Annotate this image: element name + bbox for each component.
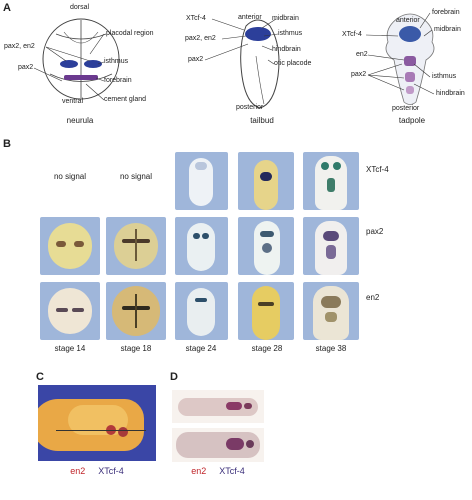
label-placodal-region: placodal region [106,30,154,37]
panel-a-leader-lines [33,12,435,101]
stage-28-label: stage 28 [251,344,283,353]
label-tailbud-pax2-en2: pax2, en2 [185,35,216,42]
label-tailbud-isthmus: isthmus [278,30,303,37]
stage-18-label: stage 18 [120,344,152,353]
row-label-pax2: pax2 [366,227,384,236]
panel-b-letter: B [3,138,11,150]
tile-pax2-stage24 [175,217,228,275]
tile-en2-stage38 [303,282,359,340]
label-tadpole-posterior: posterior [392,105,420,112]
caption-tailbud: tailbud [250,116,274,125]
tile-en2-stage24 [175,282,228,340]
panel-a-letter: A [3,2,11,14]
label-tailbud-pax2: pax2 [188,56,204,63]
photo-panel-d-bottom [172,428,264,462]
panel-d-legend: en2 XTcf-4 [172,466,264,476]
label-tailbud-posterior: posterior [236,104,264,111]
photo-panel-c [38,385,156,461]
photo-panel-d-top [172,390,264,423]
label-tailbud-anterior: anterior [238,14,262,21]
tadpole-hindbrain-stain-2 [405,72,415,82]
tile-en2-stage14 [40,282,100,340]
panel-d-letter: D [170,371,178,383]
row-label-xtcf4: XTcf-4 [366,165,389,174]
tailbud-stain [245,27,271,41]
label-tadpole-pax2: pax2 [351,71,367,78]
panel-d-legend-xtcf4: XTcf-4 [219,466,245,476]
tile-pax2-stage38 [303,217,359,275]
tile-en2-stage18 [106,282,166,340]
label-tadpole-forebrain: forebrain [432,9,460,16]
panel-c-legend: en2 XTcf-4 [38,466,156,476]
caption-tadpole: tadpole [398,116,426,125]
tile-pax2-stage28 [238,217,294,275]
tadpole-forebrain-stain [399,26,421,42]
label-tadpole-hindbrain: hindbrain [436,90,465,97]
panel-c-legend-en2: en2 [70,466,86,476]
tile-xtcf4-stage28 [238,152,294,210]
panel-c-legend-xtcf4: XTcf-4 [98,466,124,476]
label-tailbud-midbrain: midbrain [272,15,299,22]
label-tadpole-midbrain: midbrain [434,26,461,33]
tadpole-hindbrain-stain-3 [406,86,414,94]
label-dorsal: dorsal [70,4,90,11]
row-label-en2: en2 [366,293,380,302]
tadpole-diagram [385,13,435,105]
label-tadpole-anterior: anterior [396,17,420,24]
tadpole-hindbrain-stain-1 [404,56,416,66]
tile-pax2-stage18 [106,217,166,275]
stage-14-label: stage 14 [54,344,86,353]
no-signal-stage18: no signal [106,172,166,182]
label-pax2: pax2 [18,64,34,71]
label-tailbud-xtcf4: XTcf-4 [186,15,206,22]
tile-pax2-stage14 [40,217,100,275]
no-signal-stage14: no signal [40,172,100,182]
label-ventral: ventral [62,98,84,105]
label-forebrain: forebrain [104,77,132,84]
label-tadpole-xtcf4: XTcf-4 [342,31,362,38]
label-tailbud-otic-placode: otic placode [274,60,312,67]
label-pax2-en2: pax2, en2 [4,43,35,50]
no-signal-text-2: no signal [119,172,153,181]
tile-xtcf4-stage24 [175,152,228,210]
panel-c-letter: C [36,371,44,383]
label-isthmus: isthmus [104,58,129,65]
no-signal-text-1: no signal [53,172,87,181]
neurula-left-stain [60,60,78,68]
neurula-isthmus-stain [64,75,98,80]
label-cement-gland: cement gland [104,96,147,103]
label-tadpole-en2: en2 [356,51,368,58]
label-tailbud-hindbrain: hindbrain [272,46,301,53]
tile-xtcf4-stage38 [303,152,359,210]
neurula-diagram [42,18,120,100]
panel-d-legend-en2: en2 [191,466,207,476]
caption-neurula: neurula [66,116,94,125]
stage-24-label: stage 24 [185,344,217,353]
stage-38-label: stage 38 [315,344,347,353]
label-tadpole-isthmus: isthmus [432,73,457,80]
tile-en2-stage28 [238,282,294,340]
neurula-right-stain [84,60,102,68]
